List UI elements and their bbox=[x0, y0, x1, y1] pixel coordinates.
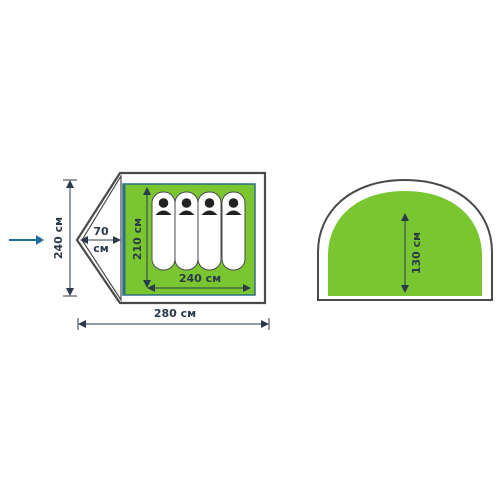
sleeping-bag-icon bbox=[197, 191, 222, 271]
inner-width-label: 210 см bbox=[131, 218, 144, 260]
inner-length-dimension: 240 см bbox=[147, 272, 251, 292]
inner-length-label: 240 см bbox=[179, 272, 221, 285]
sleeping-bag-icon bbox=[174, 191, 199, 271]
sleeping-bag-icon bbox=[151, 191, 176, 271]
total-width-dimension: 240 см bbox=[52, 179, 77, 297]
vestibule-inner-outline bbox=[81, 173, 122, 303]
inner-width-dimension: 210 см bbox=[131, 187, 151, 288]
total-length-label: 280 см bbox=[154, 307, 196, 320]
total-length-dimension: 280 см bbox=[77, 307, 270, 330]
sleeping-bag-icon bbox=[221, 191, 246, 271]
vestibule-depth-value: 70 bbox=[93, 225, 109, 238]
front-view: 130 см bbox=[317, 178, 493, 301]
vestibule-depth-unit: см bbox=[93, 242, 109, 255]
front-height-label: 130 см bbox=[410, 232, 423, 274]
sleeping-bags bbox=[151, 191, 246, 271]
vestibule-depth-dimension: 70 см bbox=[80, 225, 121, 255]
entry-arrow-icon bbox=[9, 235, 44, 245]
total-width-label: 240 см bbox=[52, 217, 65, 259]
